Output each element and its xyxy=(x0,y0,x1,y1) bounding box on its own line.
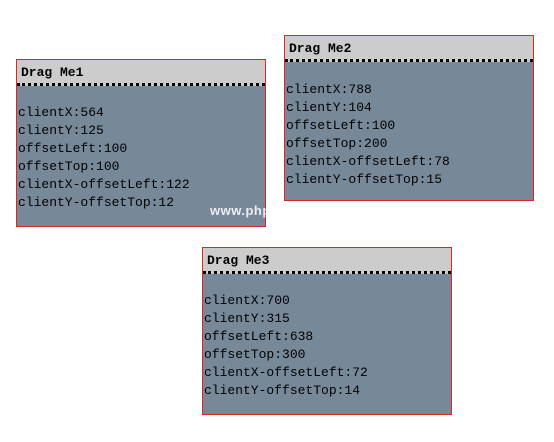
readout-line: clientX-offsetLeft:122 xyxy=(18,177,190,192)
readout-line: clientX-offsetLeft:72 xyxy=(204,365,368,380)
coordinate-readout-2: clientX:788 clientY:104 offsetLeft:100 o… xyxy=(285,62,533,189)
readout-line: offsetLeft:638 xyxy=(204,329,314,344)
readout-line: offsetTop:100 xyxy=(18,159,120,174)
readout-line: offsetLeft:100 xyxy=(18,141,128,156)
drag-panel-2[interactable]: Drag Me2 clientX:788 clientY:104 offsetL… xyxy=(284,35,534,201)
readout-line: clientY-offsetTop:15 xyxy=(286,172,443,187)
drag-handle-1[interactable]: Drag Me1 xyxy=(17,60,265,86)
drag-panel-3[interactable]: Drag Me3 clientX:700 clientY:315 offsetL… xyxy=(202,247,452,415)
readout-line: clientY:104 xyxy=(286,100,372,115)
readout-line: clientX:564 xyxy=(18,105,104,120)
readout-line: clientX-offsetLeft:78 xyxy=(286,154,450,169)
drag-handle-3[interactable]: Drag Me3 xyxy=(203,248,451,274)
readout-line: offsetLeft:100 xyxy=(286,118,396,133)
readout-line: clientY:125 xyxy=(18,123,104,138)
readout-line: clientX:788 xyxy=(286,82,372,97)
readout-line: clientY:315 xyxy=(204,311,290,326)
readout-line: offsetTop:300 xyxy=(204,347,306,362)
readout-line: clientX:700 xyxy=(204,293,290,308)
readout-line: offsetTop:200 xyxy=(286,136,388,151)
readout-line: clientY-offsetTop:14 xyxy=(204,383,361,398)
coordinate-readout-3: clientX:700 clientY:315 offsetLeft:638 o… xyxy=(203,274,451,400)
coordinate-readout-1: clientX:564 clientY:125 offsetLeft:100 o… xyxy=(17,86,265,212)
drag-panel-1[interactable]: Drag Me1 clientX:564 clientY:125 offsetL… xyxy=(16,59,266,227)
readout-line: clientY-offsetTop:12 xyxy=(18,195,175,210)
drag-handle-2[interactable]: Drag Me2 xyxy=(285,36,533,62)
